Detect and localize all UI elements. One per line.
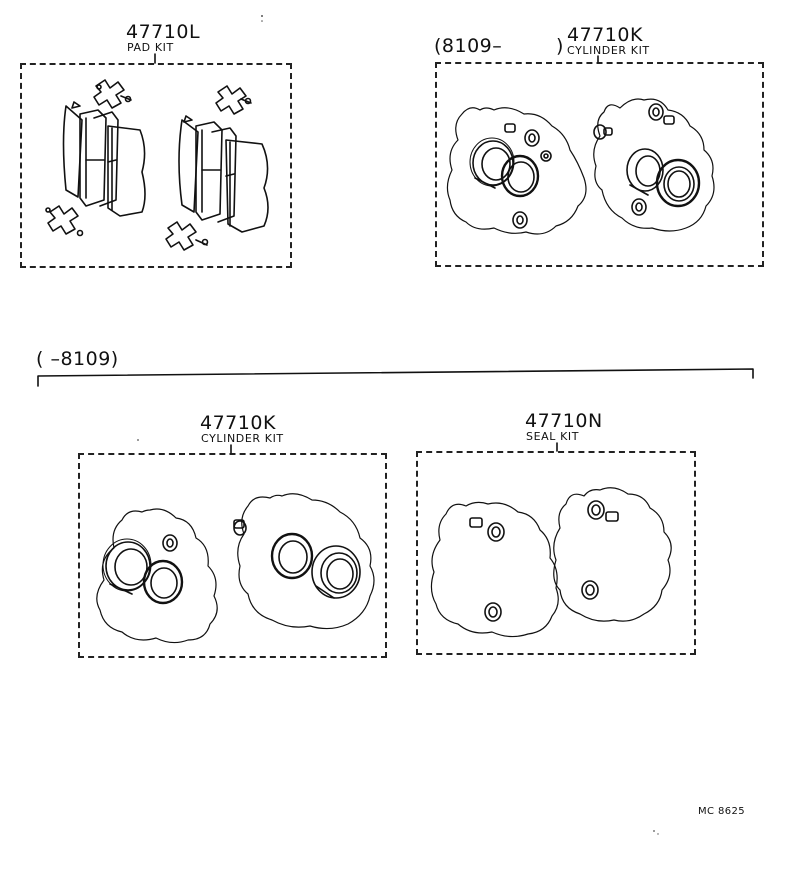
bleeder-plug-icon <box>469 517 505 622</box>
brake-pad-icon <box>178 115 269 233</box>
bleeder-plug-icon <box>233 519 247 536</box>
upper-cylinder-kit-part-number: 47710K <box>567 24 643 46</box>
lower-cylinder-kit-frame <box>78 453 387 658</box>
piston-seal-icon <box>142 559 184 605</box>
pad-kit-part-number: 47710L <box>126 21 201 43</box>
caliper-outline-right <box>553 487 672 622</box>
caliper-outline-right <box>237 493 375 630</box>
seal-kit-part-number: 47710N <box>525 410 603 432</box>
anti-squeal-clip-icon <box>215 85 252 115</box>
cylinder-boot-icon <box>311 545 361 599</box>
upper-cylinder-kit-name: CYLINDER KIT <box>567 44 650 57</box>
seal-kit-name: SEAL KIT <box>526 430 580 443</box>
pad-kit-frame <box>20 63 292 268</box>
upper-range-label: (8109– <box>434 35 503 57</box>
lower-range-label: ( –8109) <box>36 348 119 370</box>
upper-range-close: ) <box>556 35 564 57</box>
seal-kit-parts <box>430 487 672 638</box>
bleeder-plug-icon <box>504 123 552 229</box>
brake-pad-icon <box>62 101 146 217</box>
seal-kit-frame <box>416 451 696 655</box>
caliper-outline-left <box>430 501 559 638</box>
anti-squeal-clip-icon <box>45 205 84 237</box>
lower-cylinder-kit-parts <box>96 493 375 644</box>
scan-specks <box>137 15 659 835</box>
cylinder-boot-icon <box>469 137 515 189</box>
piston-seal-icon <box>500 154 540 198</box>
piston-seal-icon <box>270 532 314 580</box>
upper-cylinder-kit-frame <box>435 62 764 267</box>
anti-squeal-clip-icon <box>165 221 209 251</box>
upper-cylinder-kit-parts <box>446 98 715 235</box>
piston-seal-icon <box>655 158 701 208</box>
pad-kit-name: PAD KIT <box>127 41 174 54</box>
caliper-outline-left <box>446 107 587 235</box>
lower-range-bracket <box>37 368 754 387</box>
bleeder-plug-icon <box>581 500 619 600</box>
diagram-code: MC 8625 <box>698 806 746 817</box>
bleeder-plug-icon <box>593 103 675 216</box>
leader-lines <box>154 53 599 454</box>
bleeder-plug-icon <box>162 534 178 552</box>
pad-kit-parts <box>45 79 269 251</box>
lower-cylinder-kit-part-number: 47710K <box>200 412 276 434</box>
anti-squeal-clip-icon <box>93 79 132 109</box>
caliper-outline-left <box>96 508 218 644</box>
lower-cylinder-kit-name: CYLINDER KIT <box>201 432 284 445</box>
caliper-outline-right <box>593 98 715 232</box>
